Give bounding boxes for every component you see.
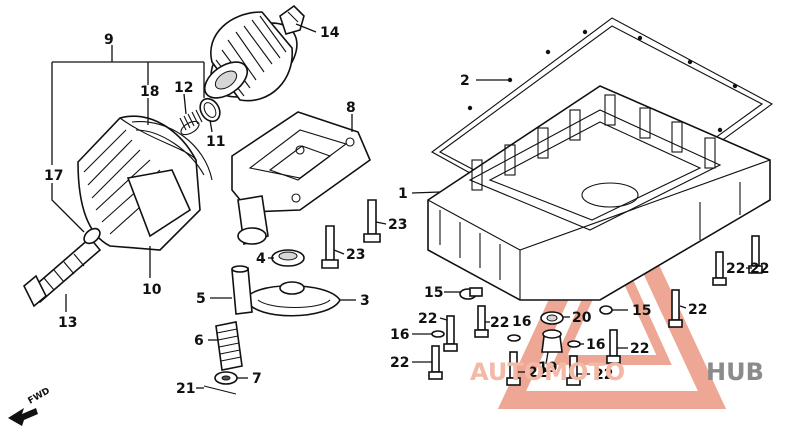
callout-14: 14 xyxy=(320,25,340,41)
callout-22-center-right: 22 xyxy=(688,302,707,318)
bolt-22-center-right xyxy=(668,289,683,328)
callout-labels: 9 14 18 12 11 2 8 17 1 23 23 4 10 13 5 3… xyxy=(44,25,769,397)
washer-16-a xyxy=(431,330,445,338)
callout-22-bottom-a: 22 xyxy=(528,365,547,381)
callout-1: 1 xyxy=(398,186,408,202)
watermark-text-gray: HUB xyxy=(706,358,764,386)
oil-filter xyxy=(203,4,305,102)
center-bolt-13 xyxy=(23,236,102,308)
callout-18: 18 xyxy=(140,84,159,100)
part-15-left xyxy=(459,287,483,300)
callout-22-bottom-b: 22 xyxy=(594,367,613,383)
callout-19: 19 xyxy=(538,360,557,376)
bolt-23-upper xyxy=(363,199,381,243)
callout-16-left: 16 xyxy=(390,327,409,343)
callout-15-right: 15 xyxy=(632,303,651,319)
watermark-text: AUTOMOTO HUB xyxy=(470,358,764,386)
oil-pan xyxy=(427,85,771,301)
bolt-22-bottom-c xyxy=(606,329,621,364)
callout-15-left: 15 xyxy=(424,285,443,301)
bolt-22-bottom-a xyxy=(506,351,521,386)
callout-13: 13 xyxy=(58,315,77,331)
callout-21: 21 xyxy=(176,381,195,397)
callout-3: 3 xyxy=(360,293,370,309)
washer-16-c xyxy=(567,340,581,348)
callout-9: 9 xyxy=(104,32,114,48)
callout-16-center: 16 xyxy=(512,314,531,330)
callout-6: 6 xyxy=(194,333,204,349)
callout-16-right: 16 xyxy=(586,337,605,353)
callout-23-upper: 23 xyxy=(388,217,407,233)
o-ring-17 xyxy=(83,227,101,245)
callout-11: 11 xyxy=(206,134,225,150)
callout-22-pan-a: 22 xyxy=(490,315,509,331)
seal-4 xyxy=(271,249,305,267)
callout-22-right-far: 22 xyxy=(750,261,769,277)
o-ring-11 xyxy=(199,97,221,123)
bolt-22-pan-c xyxy=(428,345,443,380)
callout-12: 12 xyxy=(174,80,193,96)
callout-17: 17 xyxy=(44,168,63,184)
bolt-22-pan-a xyxy=(474,305,489,338)
watermark-text-red: AUTOMOTO xyxy=(470,358,625,386)
callout-22-pan-c: 22 xyxy=(390,355,409,371)
bolt-22-right-upper xyxy=(748,235,763,274)
fwd-label: FWD xyxy=(27,386,52,406)
callout-4: 4 xyxy=(256,251,266,267)
forward-direction-marker: FWD xyxy=(8,386,52,426)
leader-lines xyxy=(51,23,752,389)
washer-16-b xyxy=(507,334,521,342)
washer-20 xyxy=(540,311,564,325)
callout-20: 20 xyxy=(572,310,592,326)
callout-22-right-upper: 22 xyxy=(726,261,745,277)
callout-8: 8 xyxy=(346,100,356,116)
bolt-23-lower xyxy=(321,225,339,269)
bolt-22-right-mid xyxy=(712,251,727,286)
pipe-5 xyxy=(231,265,253,315)
strainer-cover xyxy=(231,111,371,246)
spring-6 xyxy=(215,321,243,371)
spring-12 xyxy=(179,109,203,136)
callout-22-bottom-c: 22 xyxy=(630,341,649,357)
callout-7: 7 xyxy=(252,371,262,387)
callout-10: 10 xyxy=(142,282,162,298)
bolt-22-pan-b xyxy=(443,315,458,352)
washer-7 xyxy=(214,371,238,385)
part-15-right xyxy=(599,305,613,315)
callout-23-lower: 23 xyxy=(346,247,365,263)
filter-housing xyxy=(77,115,213,251)
callout-22-pan-b: 22 xyxy=(418,311,437,327)
callout-2: 2 xyxy=(460,73,470,89)
plug-21 xyxy=(203,385,237,395)
drain-plug-19 xyxy=(541,329,563,353)
bolt-22-bottom-b xyxy=(566,355,581,386)
oil-strainer-3 xyxy=(245,281,341,317)
callout-5: 5 xyxy=(196,291,206,307)
